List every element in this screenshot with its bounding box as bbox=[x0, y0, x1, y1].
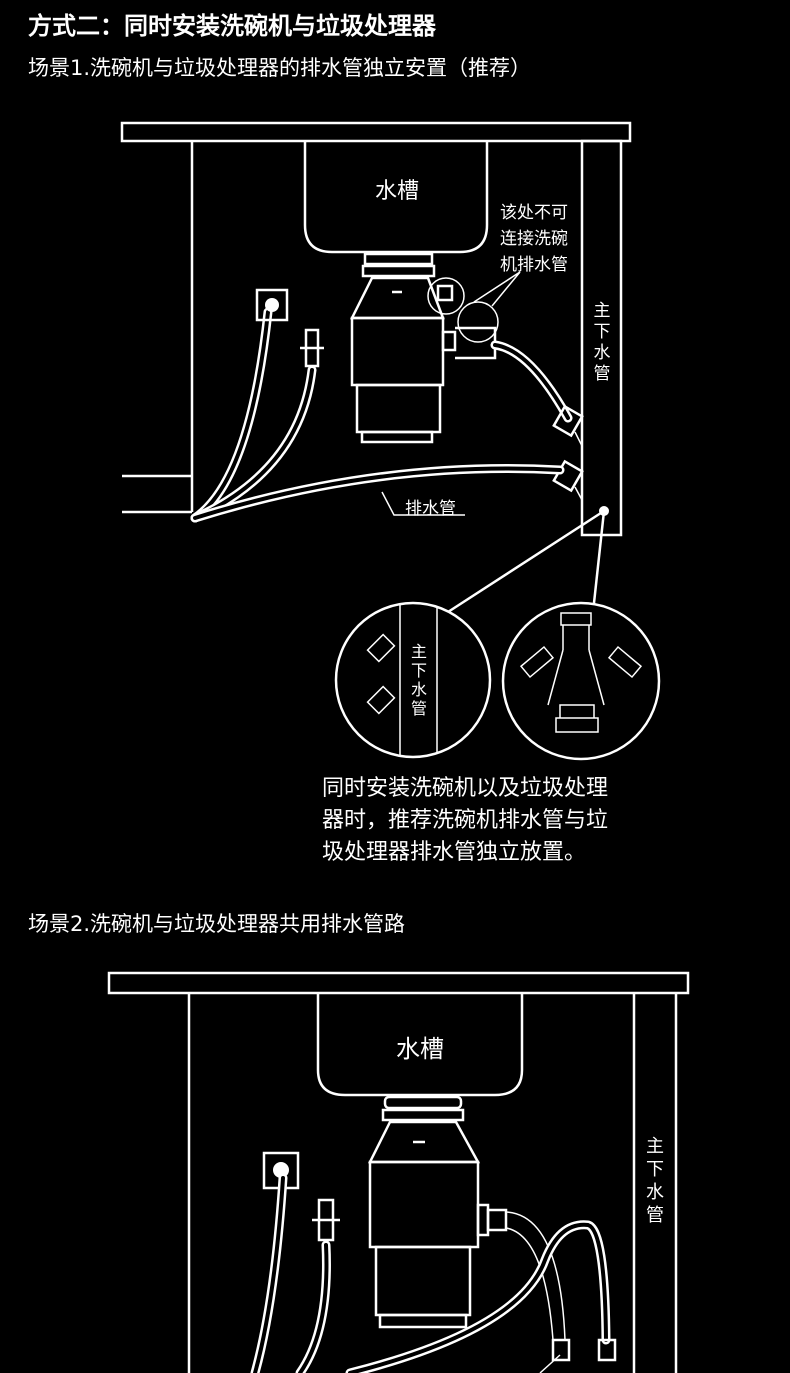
main-pipe-label: 主 下 水 管 bbox=[594, 301, 611, 384]
disposer-drain-hose bbox=[490, 340, 573, 423]
svg-text:水: 水 bbox=[411, 680, 427, 699]
drain-hose-pointer bbox=[539, 1354, 561, 1373]
disposer-outlet-circle bbox=[457, 301, 499, 343]
scene1-title: 场景1.洗碗机与垃圾处理器的排水管独立安置（推荐） bbox=[28, 56, 532, 80]
sink bbox=[316, 993, 524, 1097]
warning-text-line: 机排水管 bbox=[500, 255, 568, 275]
power-cord bbox=[190, 307, 273, 523]
detail-circle-pipe-branches: 主 下 水 管 bbox=[334, 601, 492, 759]
svg-text:主: 主 bbox=[646, 1136, 664, 1157]
dishwasher-inlet-circle bbox=[427, 277, 465, 315]
svg-text:水: 水 bbox=[646, 1182, 664, 1203]
main-pipe-label: 主 下 水 管 bbox=[646, 1136, 664, 1226]
svg-text:下: 下 bbox=[646, 1159, 664, 1180]
drain-hose-pointer bbox=[381, 491, 465, 516]
detail-circle-pipe-fitting bbox=[501, 601, 661, 761]
svg-text:下: 下 bbox=[411, 661, 427, 680]
svg-text:主: 主 bbox=[411, 642, 427, 661]
svg-text:主: 主 bbox=[594, 301, 611, 321]
page-heading: 方式二：同时安装洗碗机与垃圾处理器 bbox=[28, 12, 436, 40]
svg-text:下: 下 bbox=[594, 322, 611, 342]
note-line: 同时安装洗碗机以及垃圾处理 bbox=[322, 776, 609, 801]
sink-label: 水槽 bbox=[396, 1035, 444, 1063]
scene2-diagram: 水槽 主 下 水 管 bbox=[107, 971, 690, 1373]
svg-text:管: 管 bbox=[646, 1205, 664, 1226]
garbage-disposer bbox=[367, 1095, 508, 1329]
scene2-title: 场景2.洗碗机与垃圾处理器共用排水管路 bbox=[28, 912, 406, 936]
power-cord bbox=[250, 1173, 288, 1373]
sink-label: 水槽 bbox=[375, 179, 419, 204]
countertop bbox=[107, 971, 690, 995]
svg-text:管: 管 bbox=[411, 699, 427, 718]
water-valve bbox=[312, 1198, 340, 1242]
water-valve bbox=[300, 328, 324, 368]
warning-text-line: 连接洗碗 bbox=[500, 229, 568, 249]
scene1-note: 同时安装洗碗机以及垃圾处理 器时，推荐洗碗机排水管与垃 圾处理器排水管独立放置。 bbox=[322, 773, 608, 869]
scene1-diagram: 水槽 该处不可 连接洗碗 机排水管 主 下 水 管 bbox=[120, 121, 661, 761]
note-line: 圾处理器排水管独立放置。 bbox=[322, 840, 587, 865]
warning-text-line: 该处不可 bbox=[500, 203, 568, 223]
countertop bbox=[120, 121, 632, 143]
sink bbox=[303, 141, 489, 254]
svg-text:管: 管 bbox=[594, 364, 611, 384]
garbage-disposer bbox=[349, 252, 497, 444]
warning-arrows bbox=[473, 271, 521, 307]
svg-text:水: 水 bbox=[594, 343, 611, 363]
power-socket bbox=[255, 288, 289, 322]
note-line: 器时，推荐洗碗机排水管与垃 bbox=[322, 808, 609, 833]
drain-hose-label: 排水管 bbox=[405, 499, 456, 519]
